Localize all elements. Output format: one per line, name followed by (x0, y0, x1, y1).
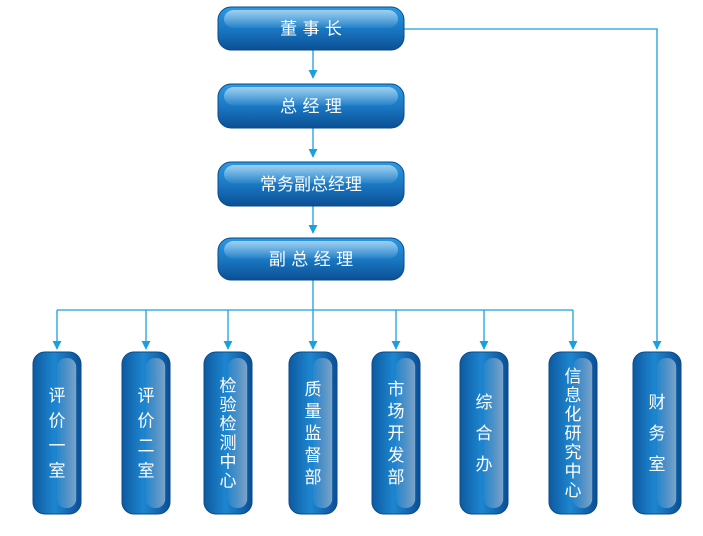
node-gloss (573, 358, 593, 508)
node-gloss (228, 358, 248, 508)
node-eval-2: 评价二室 (121, 351, 171, 515)
node-gloss (657, 358, 677, 508)
node-label: 财务室 (649, 393, 666, 475)
node-gloss (57, 358, 77, 508)
node-general-office: 综合办 (459, 351, 509, 515)
node-gloss (313, 358, 333, 508)
connector-chairman-finance (404, 28, 662, 350)
connectors (52, 28, 662, 350)
node-gloss (224, 165, 398, 184)
node-label: 信息化研究中心 (565, 367, 582, 501)
node-finance-office: 财务室 (632, 351, 682, 515)
node-chairman: 董 事 长 (217, 6, 405, 51)
node-quality-supervision: 质量监督部 (288, 351, 338, 515)
node-label: 常务副总经理 (260, 175, 362, 195)
node-gloss (146, 358, 166, 508)
node-eval-1: 评价一室 (32, 351, 82, 515)
node-label: 综合办 (476, 393, 493, 475)
node-market-development: 市场开发部 (371, 351, 421, 515)
node-executive-vp: 常务副总经理 (217, 161, 405, 207)
node-gloss (224, 87, 398, 106)
node-gloss (484, 358, 504, 508)
node-label: 市场开发部 (388, 380, 405, 488)
node-gloss (224, 10, 398, 29)
node-label: 检验检测中心 (220, 377, 237, 492)
node-label: 总 经 理 (280, 97, 342, 117)
node-testing-center: 检验检测中心 (203, 351, 253, 515)
node-gloss (224, 241, 398, 259)
node-gloss (396, 358, 416, 508)
node-label: 董 事 长 (280, 20, 342, 40)
node-vice-president: 副 总 经 理 (217, 237, 405, 281)
node-label: 副 总 经 理 (269, 250, 353, 270)
node-it-research-center: 信息化研究中心 (548, 351, 598, 515)
node-label: 质量监督部 (305, 380, 322, 488)
node-general-manager: 总 经 理 (217, 83, 405, 129)
